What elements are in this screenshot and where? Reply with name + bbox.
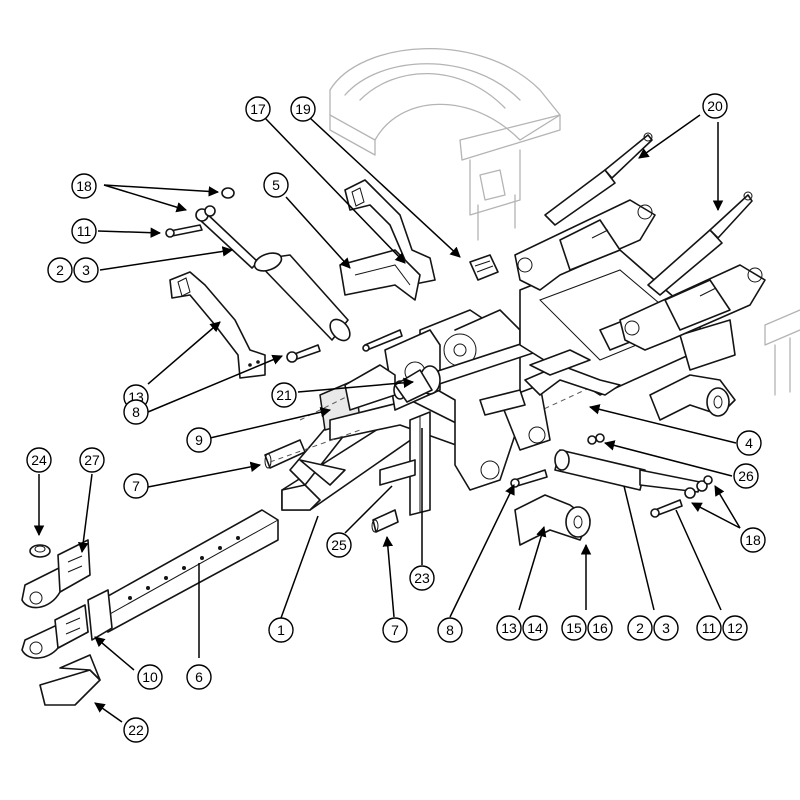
callout-7-lower: 7 [382, 617, 408, 643]
callout-7-lower-label: 7 [391, 622, 399, 638]
callout-11-12: 11 12 [696, 615, 748, 641]
callout-15-16-label-a: 15 [566, 620, 582, 636]
roller-bracket-front [514, 494, 591, 546]
callout-4: 4 [736, 430, 762, 456]
drawbar-part [87, 509, 279, 641]
pin-part-7b [371, 509, 399, 533]
callout-9: 9 [186, 427, 212, 453]
callout-2-3-lower-label-a: 2 [636, 620, 644, 636]
callout-26: 26 [733, 463, 759, 489]
callout-22: 22 [123, 717, 149, 743]
callout-8-lower-label: 8 [446, 622, 454, 638]
linkage-4 [524, 349, 621, 396]
callout-21: 21 [271, 382, 297, 408]
gas-strut-upper-left [544, 132, 653, 226]
callout-18-lower-label: 18 [745, 532, 761, 548]
guard-plate-part [39, 654, 101, 706]
callout-22-label: 22 [128, 722, 144, 738]
pin-part-7a [264, 439, 306, 469]
callout-4-label: 4 [745, 435, 753, 451]
callout-15-16: 15 16 [561, 615, 613, 641]
callout-20-label: 20 [707, 98, 723, 114]
callout-2-3-lower-label-b: 3 [662, 620, 670, 636]
callout-27: 27 [79, 447, 105, 473]
callout-23-label: 23 [414, 570, 430, 586]
callout-17: 17 [245, 96, 271, 122]
roller-bracket-right [649, 374, 736, 421]
callout-8-lower: 8 [437, 617, 463, 643]
hydraulic-cylinder-upper [195, 208, 351, 342]
callout-13-14-label-a: 13 [501, 620, 517, 636]
callout-8-upper-label: 8 [132, 404, 140, 420]
callout-8-upper: 8 [123, 399, 149, 425]
callout-2-3-upper: 2 3 [47, 257, 99, 283]
callout-17-label: 17 [250, 101, 266, 117]
callout-1: 1 [268, 617, 294, 643]
callout-27-label: 27 [84, 452, 100, 468]
callout-6-label: 6 [195, 669, 203, 685]
small-bracket-19 [469, 254, 499, 281]
callout-25: 25 [326, 532, 352, 558]
callout-7-upper: 7 [123, 473, 149, 499]
callout-5: 5 [263, 172, 289, 198]
callout-1-label: 1 [277, 622, 285, 638]
callout-9-label: 9 [195, 432, 203, 448]
callout-19: 19 [290, 96, 316, 122]
callout-7-upper-label: 7 [132, 478, 140, 494]
hydraulic-cylinder-lower [554, 449, 708, 493]
hitch-clevis-upper [21, 539, 91, 609]
callout-10-label: 10 [142, 669, 158, 685]
ghost-tractor-right [764, 309, 800, 396]
callout-21-label: 21 [276, 387, 292, 403]
lift-arm-left [514, 199, 656, 291]
callout-15-16-label-b: 16 [592, 620, 608, 636]
callout-10: 10 [137, 664, 163, 690]
callout-6: 6 [186, 664, 212, 690]
upper-link-17 [344, 179, 436, 286]
callout-24-label: 24 [31, 452, 47, 468]
callout-2-3-upper-label-b: 3 [82, 262, 90, 278]
callout-18-upper-label: 18 [76, 178, 92, 194]
callout-26-label: 26 [738, 468, 754, 484]
callout-23: 23 [409, 565, 435, 591]
callout-13-14: 13 14 [496, 615, 548, 641]
lock-nut-part [29, 544, 51, 558]
vertical-post-part [379, 411, 431, 516]
callout-11-12-label-a: 11 [702, 620, 717, 636]
callout-20: 20 [702, 93, 728, 119]
callout-2-3-lower: 2 3 [627, 615, 679, 641]
callout-19-label: 19 [295, 101, 311, 117]
lift-arm-right [619, 264, 766, 351]
callout-18-lower: 18 [740, 527, 766, 553]
callout-11-upper: 11 [71, 218, 97, 244]
callout-13-14-label-b: 14 [527, 620, 543, 636]
gas-strut-upper-right [647, 191, 753, 296]
leader-lines [33, 114, 741, 723]
drawbar-frame-part [281, 379, 471, 511]
callout-11-upper-label: 11 [77, 223, 92, 239]
callout-24: 24 [26, 447, 52, 473]
callout-18-upper: 18 [71, 173, 97, 199]
callout-2-3-upper-label-a: 2 [56, 262, 64, 278]
callout-25-label: 25 [331, 537, 347, 553]
cylinder-hardware [165, 187, 713, 518]
callout-11-12-label-b: 12 [727, 620, 743, 636]
ghost-tractor-fender [329, 48, 561, 241]
hitch-clevis-lower [21, 604, 89, 659]
callout-5-label: 5 [272, 177, 280, 193]
